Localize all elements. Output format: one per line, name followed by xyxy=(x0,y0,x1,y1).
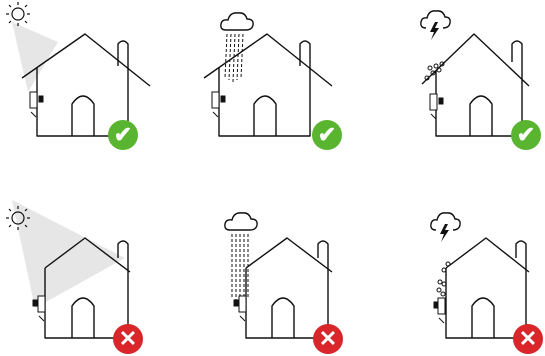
house-illustration xyxy=(224,212,333,339)
house-illustration xyxy=(203,12,333,137)
rain-cloud-icon xyxy=(224,212,258,308)
status-ok-icon: ✔ xyxy=(108,120,138,150)
house-icon xyxy=(421,33,530,137)
panel-storm-exposed: ✕ xyxy=(364,178,545,356)
rain-cloud-icon xyxy=(220,12,254,83)
storm-cloud-icon xyxy=(420,10,451,40)
house-illustration xyxy=(430,212,530,339)
panel-rain-sheltered: ✔ xyxy=(182,0,363,178)
house-icon xyxy=(445,237,530,339)
panel-sun-sheltered: ✔ xyxy=(0,0,181,178)
inverter-icon xyxy=(32,295,46,322)
house-illustration xyxy=(6,2,151,137)
sun-beam xyxy=(12,200,125,308)
house-icon xyxy=(245,237,333,339)
inverter-icon xyxy=(429,93,444,120)
house-illustration xyxy=(6,200,131,339)
sun-beam xyxy=(12,22,58,92)
inverter-icon xyxy=(233,295,247,322)
status-bad-icon: ✕ xyxy=(313,324,343,354)
panel-storm-sheltered: ✔ xyxy=(364,0,545,178)
inverter-icon xyxy=(211,91,226,118)
status-ok-icon: ✔ xyxy=(511,120,541,150)
house-icon xyxy=(203,33,333,137)
storm-cloud-icon xyxy=(430,212,461,242)
sun-icon xyxy=(6,206,30,230)
status-bad-icon: ✕ xyxy=(513,324,543,354)
status-ok-icon: ✔ xyxy=(312,120,342,150)
house-illustration xyxy=(420,10,530,137)
inverter-icon xyxy=(29,91,44,118)
panel-sun-exposed: ✕ xyxy=(0,178,181,356)
sun-icon xyxy=(6,2,30,26)
panel-rain-exposed: ✕ xyxy=(182,178,363,356)
status-bad-icon: ✕ xyxy=(113,324,143,354)
inverter-icon xyxy=(433,297,446,324)
